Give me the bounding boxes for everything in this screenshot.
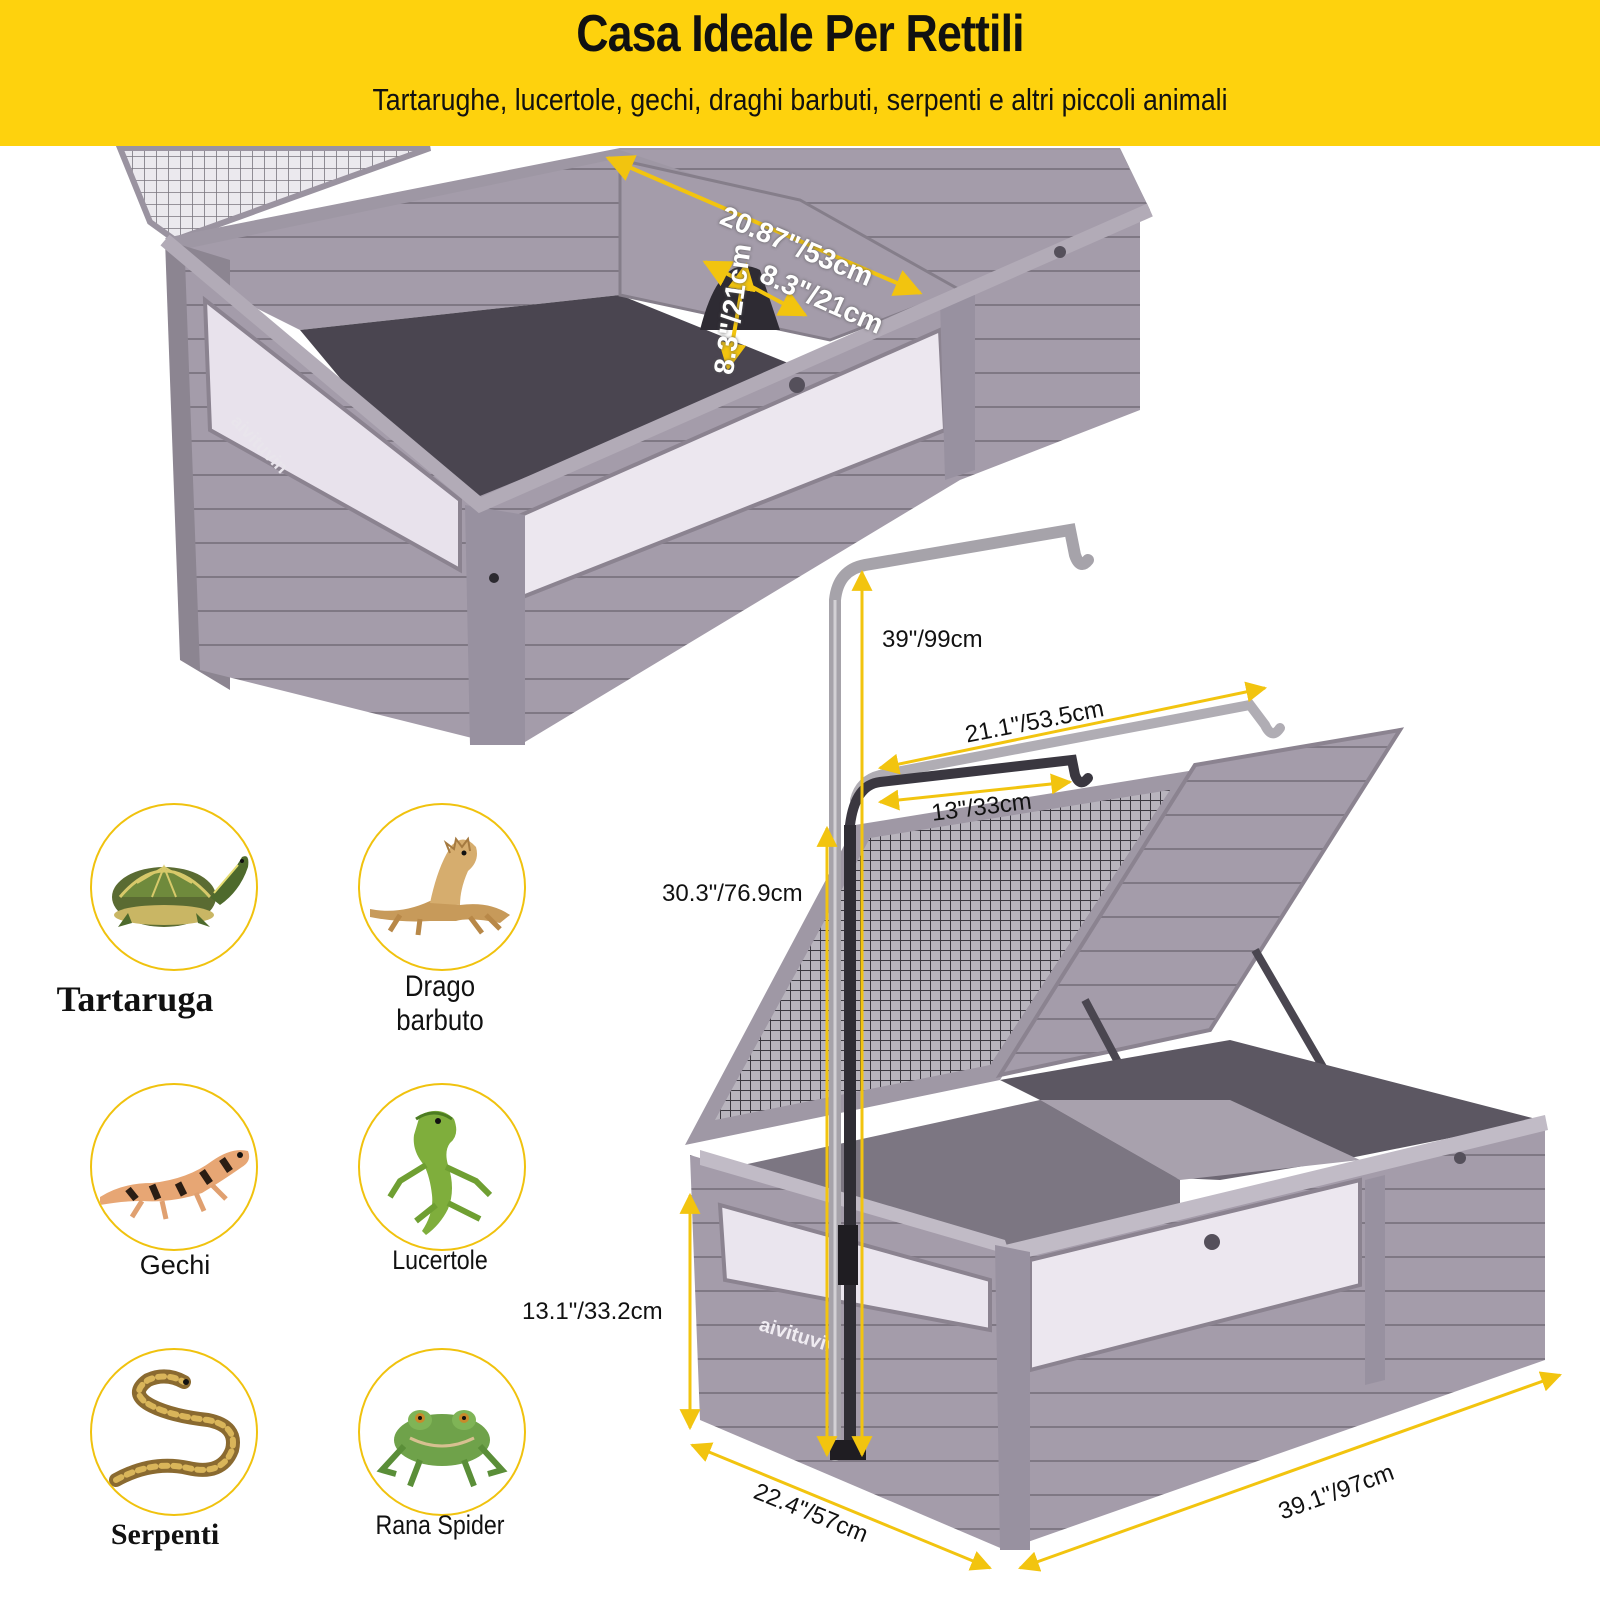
dim-line-short-arm: [877, 773, 1073, 811]
top-left-window: [202, 295, 462, 574]
turtle-icon: [112, 856, 249, 927]
dim-line-door-height: [718, 262, 756, 371]
lizard-circle: [358, 1083, 526, 1251]
top-floor-carpet: [300, 295, 830, 500]
dim-line-box-length: [1018, 1371, 1562, 1572]
dim-line-top-length: [605, 155, 923, 296]
label-snake: Serpenti: [110, 1518, 220, 1551]
frog-icon: [376, 1410, 508, 1488]
label-gecko: Gechi: [139, 1250, 211, 1280]
label-bearded-dragon-line2: barbuto: [396, 1004, 484, 1037]
page-subtitle: Tartarughe, lucertole, gechi, draghi bar…: [372, 82, 1228, 117]
bearded-dragon-circle: [358, 803, 526, 971]
page-title: Casa Ideale Per Rettili: [576, 5, 1024, 63]
snake-circle: [90, 1348, 258, 1516]
lamp-stand-pole: [829, 523, 1094, 1461]
bottom-enclosure: aivituvin: [679, 523, 1562, 1572]
dim-line-long-arm: [877, 681, 1268, 775]
turtle-circle: [90, 803, 258, 971]
bottom-solid-lid: [995, 727, 1405, 1078]
gecko-icon: [100, 1150, 250, 1220]
frog-circle: [358, 1348, 526, 1516]
gecko-circle: [90, 1083, 258, 1251]
lizard-icon: [387, 1110, 493, 1235]
label-lamp-height: 30.3"/76.9cm: [662, 880, 803, 907]
label-lizard: Lucertole: [392, 1245, 488, 1275]
label-turtle: Tartaruga: [56, 979, 214, 1019]
label-bearded-dragon-line1: Drago: [404, 970, 476, 1003]
bearded-dragon-icon: [370, 836, 510, 936]
top-enclosure: aivituvin: [115, 145, 1153, 745]
label-pole-height: 39"/99cm: [882, 626, 983, 653]
label-box-height: 13.1"/33.2cm: [522, 1298, 663, 1325]
dim-line-box-depth: [690, 1442, 992, 1571]
label-bearded-dragon: Drago barbuto: [358, 970, 521, 1038]
snake-icon: [109, 1369, 240, 1487]
label-frog: Rana Spider: [375, 1510, 505, 1540]
header-banner: Casa Ideale Per Rettili Tartarughe, luce…: [0, 0, 1600, 146]
